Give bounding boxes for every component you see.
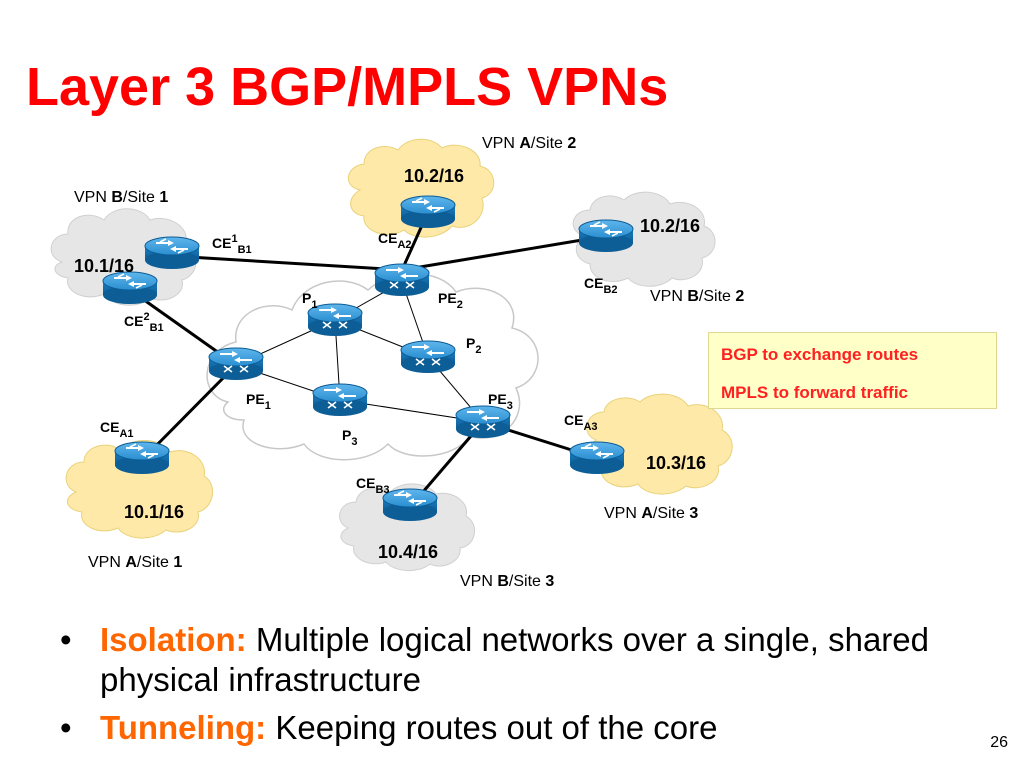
provider-core-cloud bbox=[206, 273, 539, 461]
site-a1-caption: VPN A/Site 1 bbox=[88, 554, 182, 571]
ce-a2-label: CEA2 bbox=[378, 230, 412, 251]
legend-box: BGP to exchange routes MPLS to forward t… bbox=[708, 332, 997, 409]
ce2-b1-label: CE2B1 bbox=[124, 311, 164, 334]
site-b1-prefix: 10.1/16 bbox=[74, 256, 134, 276]
pe3-label: PE3 bbox=[488, 391, 513, 412]
p1-label: P1 bbox=[302, 290, 317, 311]
pe1-label: PE1 bbox=[246, 391, 271, 412]
site-a2-caption: VPN A/Site 2 bbox=[482, 135, 576, 152]
site-b3-caption: VPN B/Site 3 bbox=[460, 573, 554, 590]
bullet-list: • Isolation: Multiple logical networks o… bbox=[60, 620, 960, 748]
ce-b2-label: CEB2 bbox=[584, 275, 618, 296]
bullet-text: Multiple logical networks over a single,… bbox=[100, 621, 930, 698]
slide-title: Layer 3 BGP/MPLS VPNs bbox=[26, 57, 669, 117]
site-b2-caption: VPN B/Site 2 bbox=[650, 288, 744, 305]
ce-a3-label: CEA3 bbox=[564, 412, 598, 433]
page-number: 26 bbox=[990, 734, 1008, 751]
p3-router-icon bbox=[312, 383, 368, 417]
p2-router-icon bbox=[400, 340, 456, 374]
site-a3-prefix: 10.3/16 bbox=[646, 453, 706, 473]
site-b1-caption: VPN B/Site 1 bbox=[74, 189, 168, 206]
pe2-label: PE2 bbox=[438, 290, 463, 311]
bullet-icon: • bbox=[60, 709, 72, 746]
bullet-text: Keeping routes out of the core bbox=[266, 709, 718, 746]
bullet-item: • Isolation: Multiple logical networks o… bbox=[60, 620, 960, 700]
cloud-icon bbox=[586, 393, 733, 495]
cloud-icon bbox=[339, 483, 475, 571]
ce-a3-router-icon bbox=[569, 441, 625, 475]
ce-b3-label: CEB3 bbox=[356, 475, 390, 496]
pe3-router-icon bbox=[455, 405, 511, 439]
ce-a1-router-icon bbox=[114, 441, 170, 475]
p2-label: P2 bbox=[466, 335, 481, 356]
site-a2-prefix: 10.2/16 bbox=[404, 166, 464, 186]
bullet-icon: • bbox=[60, 621, 72, 658]
bullet-term: Tunneling: bbox=[100, 709, 267, 746]
bullet-item: • Tunneling: Keeping routes out of the c… bbox=[60, 708, 960, 748]
cloud-icon bbox=[65, 439, 213, 539]
cloud-icon bbox=[572, 191, 716, 287]
site-a3-caption: VPN A/Site 3 bbox=[604, 505, 698, 522]
site-a1-prefix: 10.1/16 bbox=[124, 502, 184, 522]
ce1-b1-router-icon bbox=[144, 236, 200, 270]
bullet-term: Isolation: bbox=[100, 621, 247, 658]
legend-bgp: BGP to exchange routes bbox=[721, 345, 919, 364]
legend-mpls: MPLS to forward traffic bbox=[721, 383, 909, 402]
ce-b3-router-icon bbox=[382, 488, 438, 522]
ce-a1-label: CEA1 bbox=[100, 419, 134, 440]
pe1-router-icon bbox=[208, 347, 264, 381]
pe2-router-icon bbox=[374, 263, 430, 297]
ce-a2-router-icon bbox=[400, 195, 456, 229]
ce2-b1-router-icon bbox=[102, 271, 158, 305]
ce-b2-router-icon bbox=[578, 219, 634, 253]
site-b3-prefix: 10.4/16 bbox=[378, 542, 438, 562]
p3-label: P3 bbox=[342, 427, 357, 448]
ce1-b1-label: CE1B1 bbox=[212, 233, 252, 256]
site-b2-prefix: 10.2/16 bbox=[640, 216, 700, 236]
cloud-icon bbox=[348, 138, 495, 238]
